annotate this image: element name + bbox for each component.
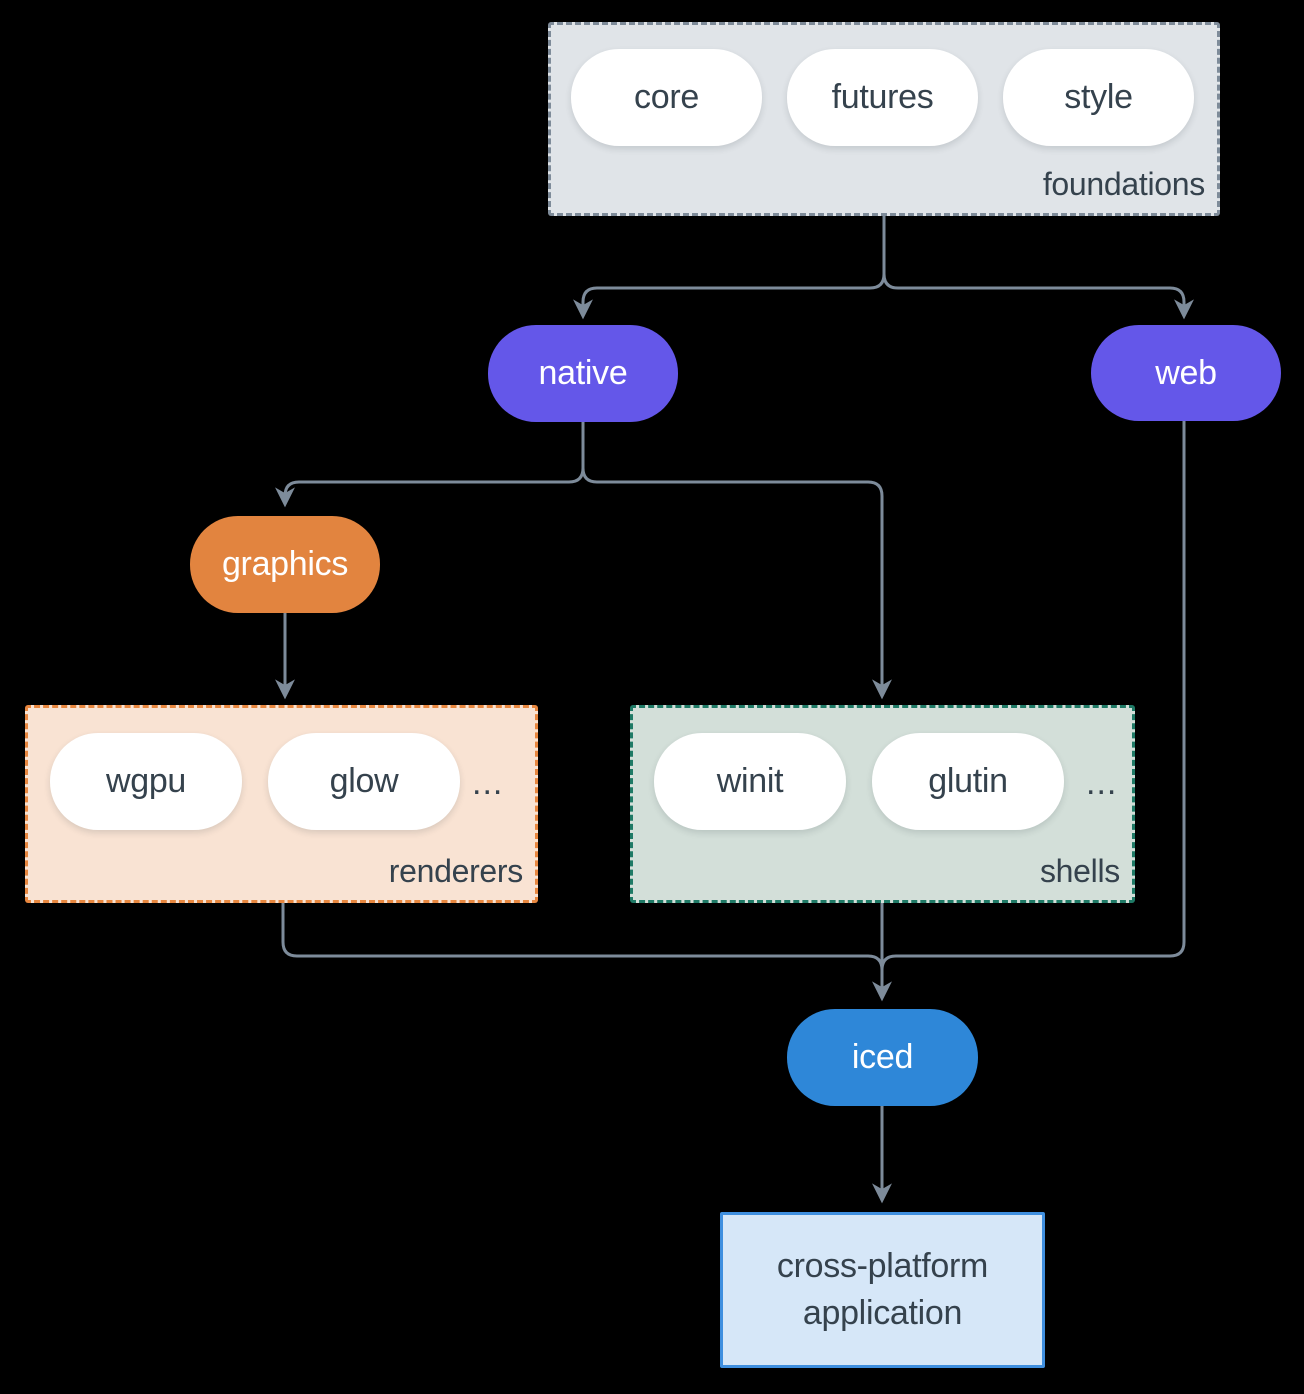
node-web: web: [1091, 325, 1281, 421]
edge-web-merge: [880, 420, 1186, 971]
group-renderers: wgpu glow ... renderers: [25, 705, 538, 903]
pill-wgpu-label: wgpu: [105, 762, 187, 800]
edge-native-shells: [581, 422, 892, 700]
group-foundations-label: foundations: [1042, 166, 1205, 202]
edge-native-graphics: [275, 422, 585, 508]
pill-winit: winit: [654, 733, 846, 830]
edge-renderers-merge: [281, 903, 884, 971]
group-foundations: core futures style foundations: [548, 22, 1220, 216]
renderers-ellipsis: ...: [472, 764, 504, 802]
node-graphics: graphics: [190, 516, 380, 613]
node-application: cross-platform application: [720, 1212, 1045, 1368]
pill-futures: futures: [787, 49, 978, 146]
group-shells: winit glutin ... shells: [630, 705, 1135, 903]
pill-winit-label: winit: [716, 762, 784, 800]
node-iced: iced: [787, 1009, 978, 1106]
group-shells-label: shells: [1039, 853, 1120, 889]
application-label-line1: cross-platform: [776, 1247, 989, 1285]
pill-glutin-label: glutin: [928, 762, 1008, 800]
node-native-label: native: [538, 354, 628, 392]
pill-style: style: [1003, 49, 1194, 146]
pill-core: core: [571, 49, 762, 146]
edge-foundations-native: [573, 216, 886, 320]
pill-style-label: style: [1064, 78, 1133, 116]
pill-glutin: glutin: [872, 733, 1064, 830]
group-renderers-label: renderers: [388, 853, 524, 889]
pill-core-label: core: [634, 78, 699, 116]
node-graphics-label: graphics: [221, 545, 349, 583]
pill-futures-label: futures: [831, 78, 934, 116]
pill-wgpu: wgpu: [50, 733, 242, 830]
pill-glow-label: glow: [329, 762, 399, 800]
edge-foundations-web: [882, 216, 1194, 320]
node-web-label: web: [1155, 353, 1217, 392]
node-iced-label: iced: [851, 1038, 914, 1076]
application-label-line2: application: [802, 1294, 963, 1332]
node-native: native: [488, 325, 678, 422]
shells-ellipsis: ...: [1086, 764, 1118, 802]
pill-glow: glow: [268, 733, 460, 830]
